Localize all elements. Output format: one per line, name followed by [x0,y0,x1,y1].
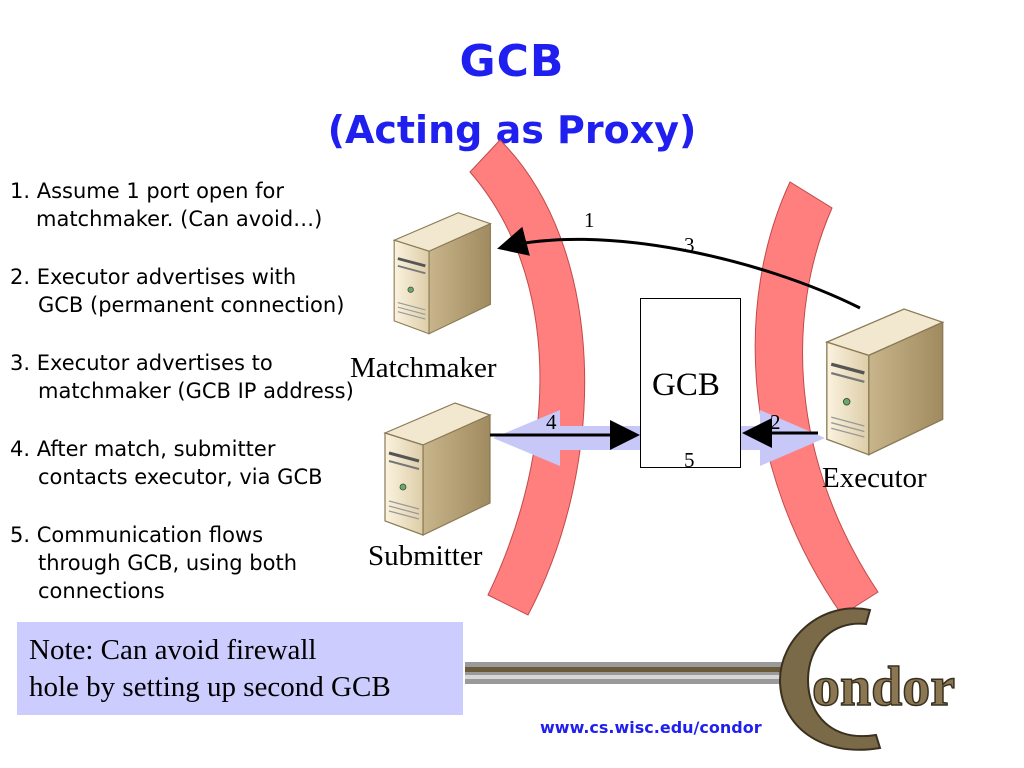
gcb-label: GCB [652,367,720,403]
step-3-line2: matchmaker (GCB IP address) [38,379,354,403]
step-5-line1: 5. Communication flows [10,523,264,547]
step-item: 3. Executor advertises to matchmaker (GC… [10,349,410,405]
step-item: 1. Assume 1 port open for matchmaker. (C… [10,177,410,233]
step-3-line1: 3. Executor advertises to [10,351,273,375]
arrow-number-5: 5 [684,448,695,472]
slide-title: GCB [459,36,565,87]
condor-logo-c [778,607,882,751]
step-2-line2: GCB (permanent connection) [38,293,345,317]
firewall-note: Note: Can avoid firewall hole by setting… [17,622,463,715]
submitter-label: Submitter [368,540,483,572]
arrow-number-2: 2 [770,410,781,434]
step-4-line1: 4. After match, submitter [10,437,276,461]
right-firewall [754,181,879,616]
arrow-number-1: 1 [584,208,595,232]
step-item: 5. Communication flows through GCB, usin… [10,521,410,605]
arrow-number-4: 4 [546,410,557,434]
condor-logo-icon: ondor [812,656,955,718]
slide-subtitle: (Acting as Proxy) [327,108,697,152]
left-firewall [469,139,586,616]
executor-label: Executor [822,462,927,494]
arrow-number-3: 3 [684,233,695,257]
step-5-line3: connections [38,579,165,603]
step-2-line1: 2. Executor advertises with [10,265,297,289]
step-4-line2: contacts executor, via GCB [38,465,323,489]
note-line-1: Note: Can avoid firewall [29,634,317,666]
step-5-line2: through GCB, using both [38,551,298,575]
step-item: 4. After match, submitter contacts execu… [10,435,410,491]
step-item: 2. Executor advertises with GCB (permane… [10,263,410,319]
matchmaker-label: Matchmaker [350,352,497,384]
logo-rail [465,662,785,684]
steps-list: 1. Assume 1 port open for matchmaker. (C… [10,177,410,635]
note-line-2: hole by setting up second GCB [29,671,391,703]
gcb-box [640,298,741,468]
executor-server-icon [825,307,945,457]
step-1-line2: matchmaker. (Can avoid…) [36,207,323,231]
footer-url-link[interactable]: www.cs.wisc.edu/condor [540,718,762,737]
arrow-advertise-matchmaker [497,226,861,310]
step-1-line1: 1. Assume 1 port open for [10,179,285,203]
